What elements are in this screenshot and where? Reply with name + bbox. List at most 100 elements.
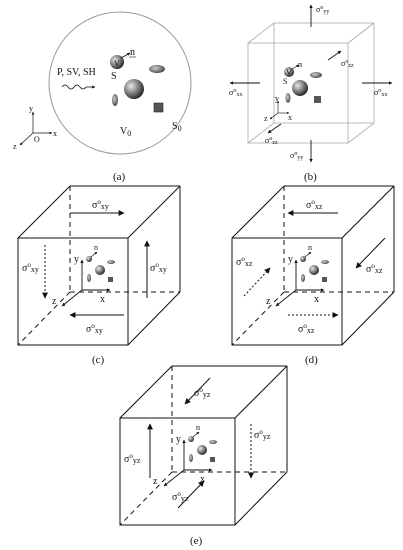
- inclusion-large-sphere-e: [197, 445, 207, 455]
- axes-a: y x z O: [13, 104, 57, 151]
- cube-b: [247, 22, 375, 144]
- axis-x-label-d: x: [314, 294, 319, 305]
- axis-z-label-b: z: [264, 114, 268, 123]
- panel-e: σoyz σoyz σoyz σoyz y x z n (e): [119, 365, 288, 547]
- stress-arrow-zz-back: [327, 50, 342, 61]
- inclusion-large-sphere: [124, 79, 144, 99]
- inclusion-large-sphere-c: [95, 265, 105, 275]
- stress-label-right-d: σoxz: [366, 262, 383, 275]
- domain-label: V0: [120, 126, 131, 138]
- axis-z-label-e: z: [153, 476, 158, 487]
- stress-label-top-e: σoyz: [194, 386, 211, 399]
- inclusion-vertical-ellipsoid-e: [189, 454, 193, 462]
- axis-y-label-e: y: [176, 434, 181, 445]
- stress-label-yy-top: σoyy: [316, 5, 329, 15]
- stress-label-top: σoxy: [92, 198, 109, 211]
- stress-label-right: σoxy: [150, 261, 167, 274]
- axis-y-label-b: y: [275, 94, 279, 103]
- inclusion-vertical-ellipsoid: [112, 94, 118, 106]
- axis-x-label-e: x: [200, 474, 205, 485]
- boundary-label: S0: [172, 121, 182, 133]
- inclusion-ellipsoid-c: [107, 260, 115, 264]
- domain-circle: [48, 11, 192, 155]
- inclusion-label: V: [114, 59, 120, 68]
- shear-arrow-bottom-e: [177, 480, 205, 509]
- inclusion-ellipsoid: [149, 65, 165, 73]
- stress-label-left-d: σoxz: [236, 255, 253, 268]
- normal-label-d: n: [308, 243, 312, 252]
- inclusion-vertical-ellipsoid-b: [285, 93, 291, 103]
- caption-d: (d): [305, 354, 318, 366]
- incident-wave: [61, 84, 87, 90]
- normal-label: n: [130, 47, 135, 58]
- inclusion-large-sphere-b: [292, 80, 308, 96]
- axis-y-label: y: [29, 104, 33, 113]
- inclusion-vertical-ellipsoid-d: [301, 274, 305, 282]
- axes-e: y x z: [153, 434, 213, 487]
- axis-z-label-c: z: [52, 296, 57, 307]
- shear-arrow-left-d: [243, 267, 271, 297]
- axis-z-label: z: [13, 142, 17, 151]
- stress-label-zz-back: σozz: [341, 59, 354, 69]
- inclusion-cube: [153, 102, 164, 113]
- shear-arrow-right-d: [355, 237, 386, 269]
- inclusion-small-sphere: [110, 55, 124, 69]
- axis-x-label-b: x: [288, 113, 292, 122]
- normal-arrow-d: [304, 251, 312, 258]
- panel-b: n V S y x z σoyy σoyy σoxx σoxx σozz σoz…: [229, 4, 393, 183]
- cube-d: [231, 185, 395, 346]
- inclusion-vertical-ellipsoid-c: [87, 274, 91, 282]
- inclusion-large-sphere-d: [309, 265, 319, 275]
- surface-label: S: [111, 71, 117, 82]
- caption-b: (b): [304, 171, 317, 183]
- inclusion-small-sphere-d: [300, 256, 306, 262]
- shear-arrow-top-e: [184, 377, 211, 405]
- cube-d-hidden: [231, 186, 394, 346]
- stress-label-bottom-e: σoyz: [172, 490, 189, 503]
- axis-y-label-d: y: [288, 254, 293, 265]
- panel-a: n V S P, SV, SH V0 S0 y x z O (a): [13, 11, 192, 183]
- normal-arrow: [120, 52, 131, 59]
- inclusion-label-b: V: [286, 68, 292, 77]
- stress-label-bottom-d: σoxz: [298, 322, 315, 335]
- stress-arrow-zz-front: [267, 123, 282, 134]
- axis-z-label-d: z: [266, 296, 271, 307]
- normal-label-b: n: [298, 60, 302, 69]
- origin-label: O: [34, 135, 40, 144]
- axes-b: y x z: [264, 94, 292, 123]
- inclusion-small-sphere-e: [188, 436, 194, 442]
- caption-e: (e): [190, 535, 203, 547]
- stress-label-bottom: σoxy: [86, 322, 103, 335]
- stress-label-yy-bottom: σoyy: [290, 151, 303, 161]
- cube-e-hidden: [119, 366, 287, 526]
- axes-d: y x z: [266, 254, 325, 307]
- axis-x-label: x: [53, 129, 57, 138]
- axes-c: y x z: [52, 254, 111, 307]
- normal-label-c: n: [94, 243, 98, 252]
- inclusion-cube-d: [322, 277, 327, 282]
- surface-label-b: S: [283, 77, 287, 86]
- wave-type-label: P, SV, SH: [57, 67, 96, 78]
- inclusion-cube-e: [210, 457, 215, 462]
- inclusion-cube-b: [314, 96, 321, 103]
- axis-y-label-c: y: [74, 254, 79, 265]
- inclusion-cube-c: [108, 277, 113, 282]
- inclusion-ellipsoid-e: [209, 440, 217, 444]
- inclusion-ellipsoid-b: [310, 72, 322, 78]
- stress-label-top-d: σoxz: [306, 198, 323, 211]
- stress-label-left: σoxy: [22, 261, 39, 274]
- inclusion-small-sphere-b: [284, 67, 294, 77]
- inclusion-small-sphere-c: [86, 256, 92, 262]
- normal-label-e: n: [196, 423, 200, 432]
- axis-x-label-c: x: [100, 294, 105, 305]
- normal-arrow-c: [90, 251, 98, 258]
- stress-label-zz-front: σozz: [265, 136, 278, 146]
- panel-d: σoxz σoxz σoxz σoxz y x z n (d): [231, 185, 395, 366]
- stress-label-left-e: σoyz: [124, 452, 141, 465]
- panel-c: σoxy σoxy σoxy σoxy y x z n (c): [17, 185, 181, 366]
- inclusion-ellipsoid-d: [321, 260, 329, 264]
- cube-c-hidden: [17, 186, 180, 346]
- caption-c: (c): [92, 354, 105, 366]
- stress-label-right-e: σoyz: [254, 428, 271, 441]
